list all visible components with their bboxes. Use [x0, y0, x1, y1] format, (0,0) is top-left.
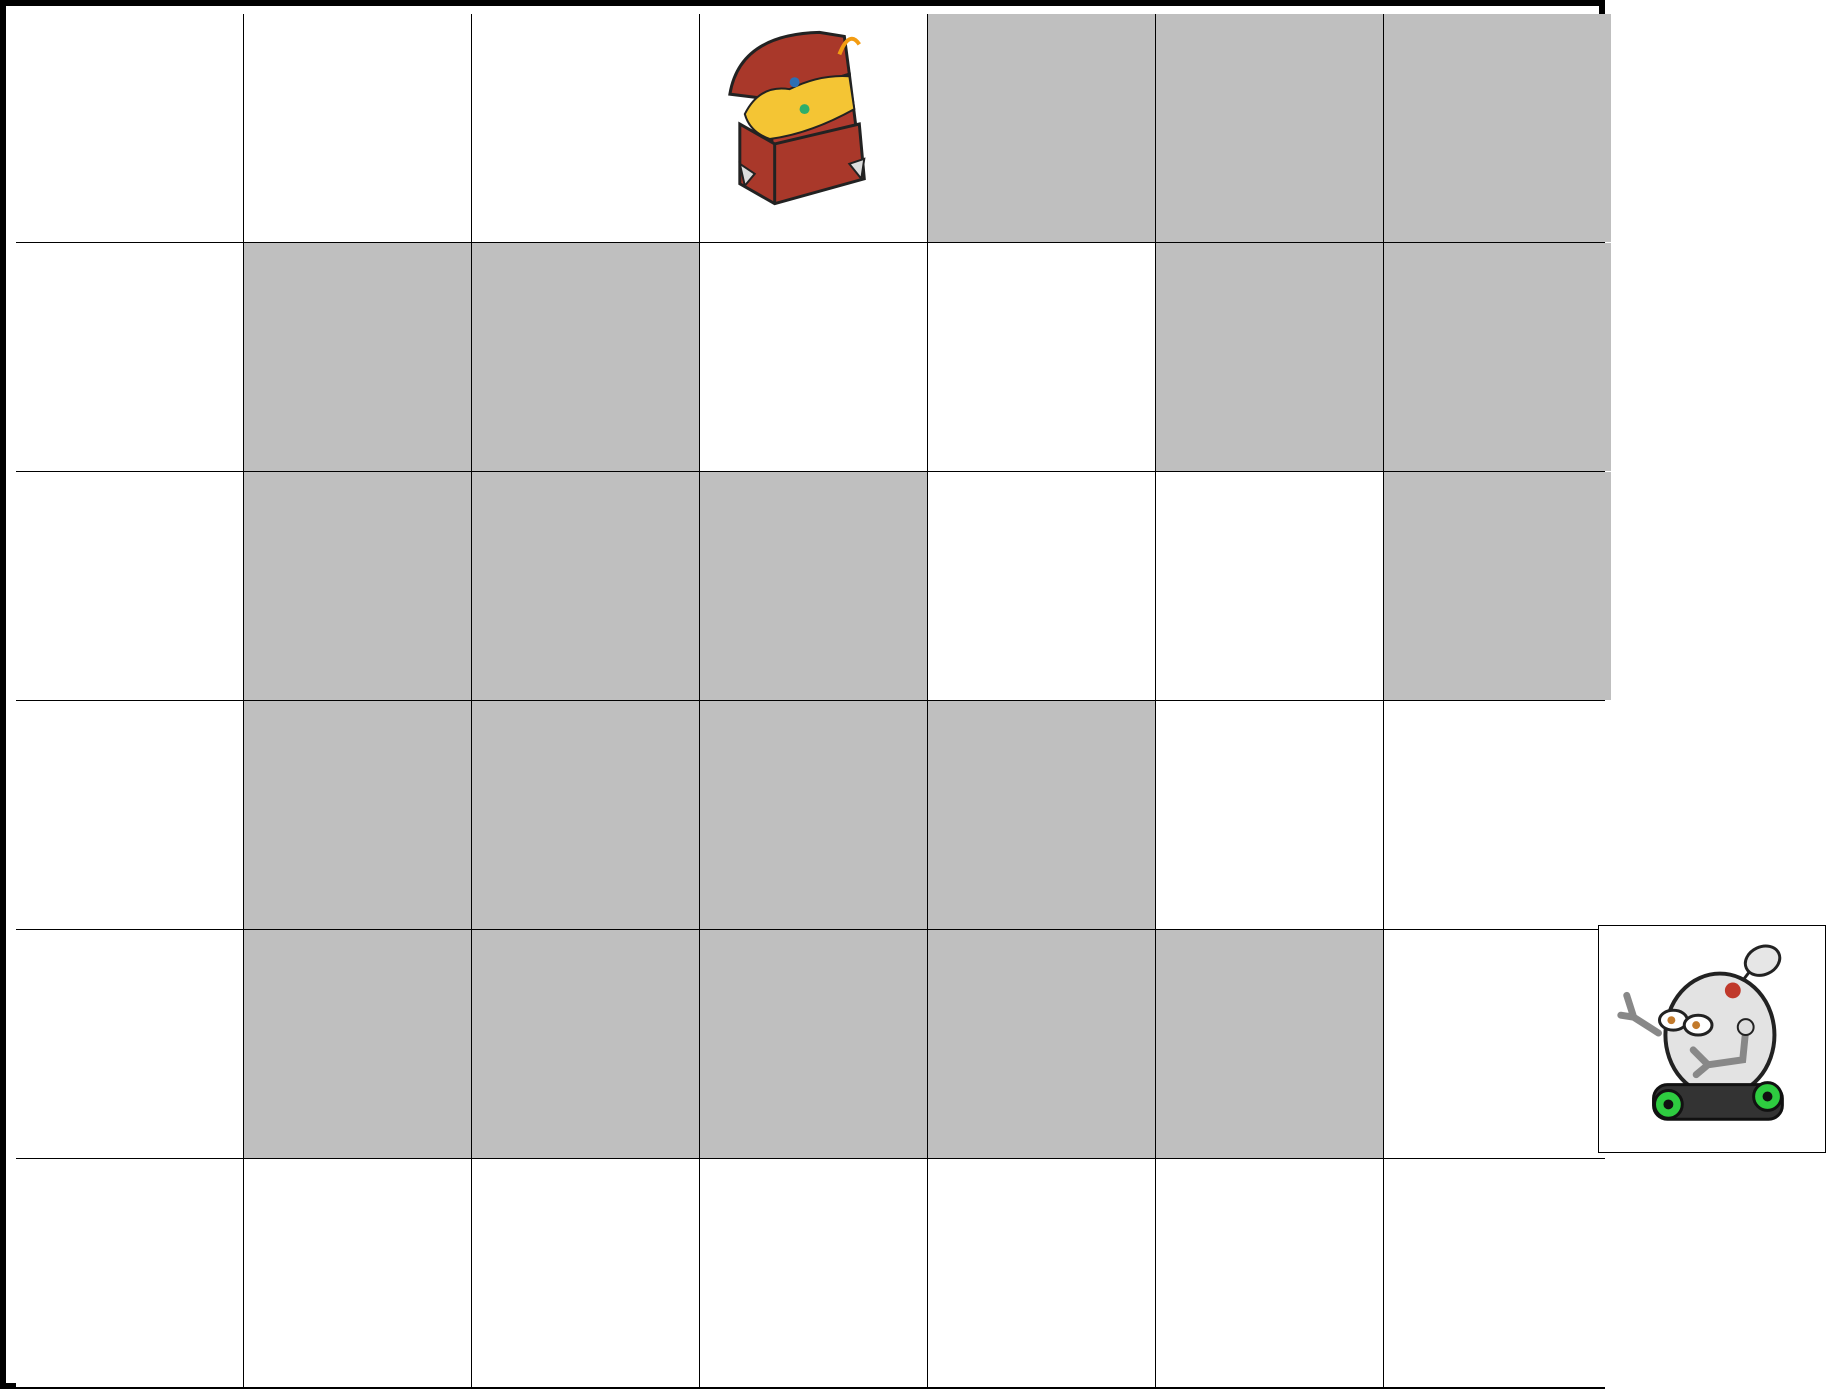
grid-cell[interactable] [16, 243, 243, 471]
grid-cell[interactable] [700, 1159, 927, 1387]
grid-cell-shaded[interactable] [700, 472, 927, 700]
grid-cell-shaded[interactable] [1156, 243, 1383, 471]
grid-cell-shaded[interactable] [472, 472, 699, 700]
grid-cell[interactable] [1156, 1159, 1383, 1387]
grid-cell[interactable] [472, 14, 699, 242]
grid-cell[interactable] [16, 472, 243, 700]
grid-cell[interactable] [1384, 701, 1611, 929]
grid-cell-shaded[interactable] [244, 701, 471, 929]
grid-cell-shaded[interactable] [472, 701, 699, 929]
grid-cell-shaded[interactable] [1384, 14, 1611, 242]
grid-cell-shaded[interactable] [1156, 14, 1383, 242]
grid-cell[interactable] [1156, 701, 1383, 929]
grid-cell[interactable] [1384, 1159, 1611, 1387]
grid-cell-shaded[interactable] [244, 930, 471, 1158]
grid-cell[interactable] [928, 243, 1155, 471]
grid-cell[interactable] [472, 1159, 699, 1387]
robot-start-cell[interactable] [1598, 925, 1826, 1153]
grid-cell-shaded[interactable] [928, 701, 1155, 929]
game-board [0, 0, 1605, 1389]
grid-cell[interactable] [1384, 930, 1611, 1158]
grid-cell[interactable] [16, 701, 243, 929]
grid-cell-shaded[interactable] [700, 930, 927, 1158]
grid-cell-shaded[interactable] [472, 243, 699, 471]
robot-icon[interactable] [1599, 926, 1825, 1152]
grid-cell[interactable] [16, 930, 243, 1158]
treasure-chest-icon[interactable] [700, 14, 927, 242]
grid-cell[interactable] [700, 243, 927, 471]
grid-cell[interactable] [1156, 472, 1383, 700]
grid-cell-shaded[interactable] [700, 701, 927, 929]
grid-cell-shaded[interactable] [244, 243, 471, 471]
grid-cell[interactable] [928, 472, 1155, 700]
grid-cell-shaded[interactable] [244, 472, 471, 700]
grid-cell-shaded[interactable] [928, 14, 1155, 242]
board-grid [16, 14, 1601, 1387]
grid-cell[interactable] [244, 14, 471, 242]
grid-cell-treasure[interactable] [700, 14, 927, 242]
grid-cell-shaded[interactable] [472, 930, 699, 1158]
grid-cell[interactable] [244, 1159, 471, 1387]
grid-cell-shaded[interactable] [1384, 472, 1611, 700]
grid-cell-shaded[interactable] [1384, 243, 1611, 471]
grid-cell-shaded[interactable] [928, 930, 1155, 1158]
grid-cell-shaded[interactable] [1156, 930, 1383, 1158]
grid-cell[interactable] [16, 1159, 243, 1387]
grid-cell[interactable] [928, 1159, 1155, 1387]
grid-cell[interactable] [16, 14, 243, 242]
